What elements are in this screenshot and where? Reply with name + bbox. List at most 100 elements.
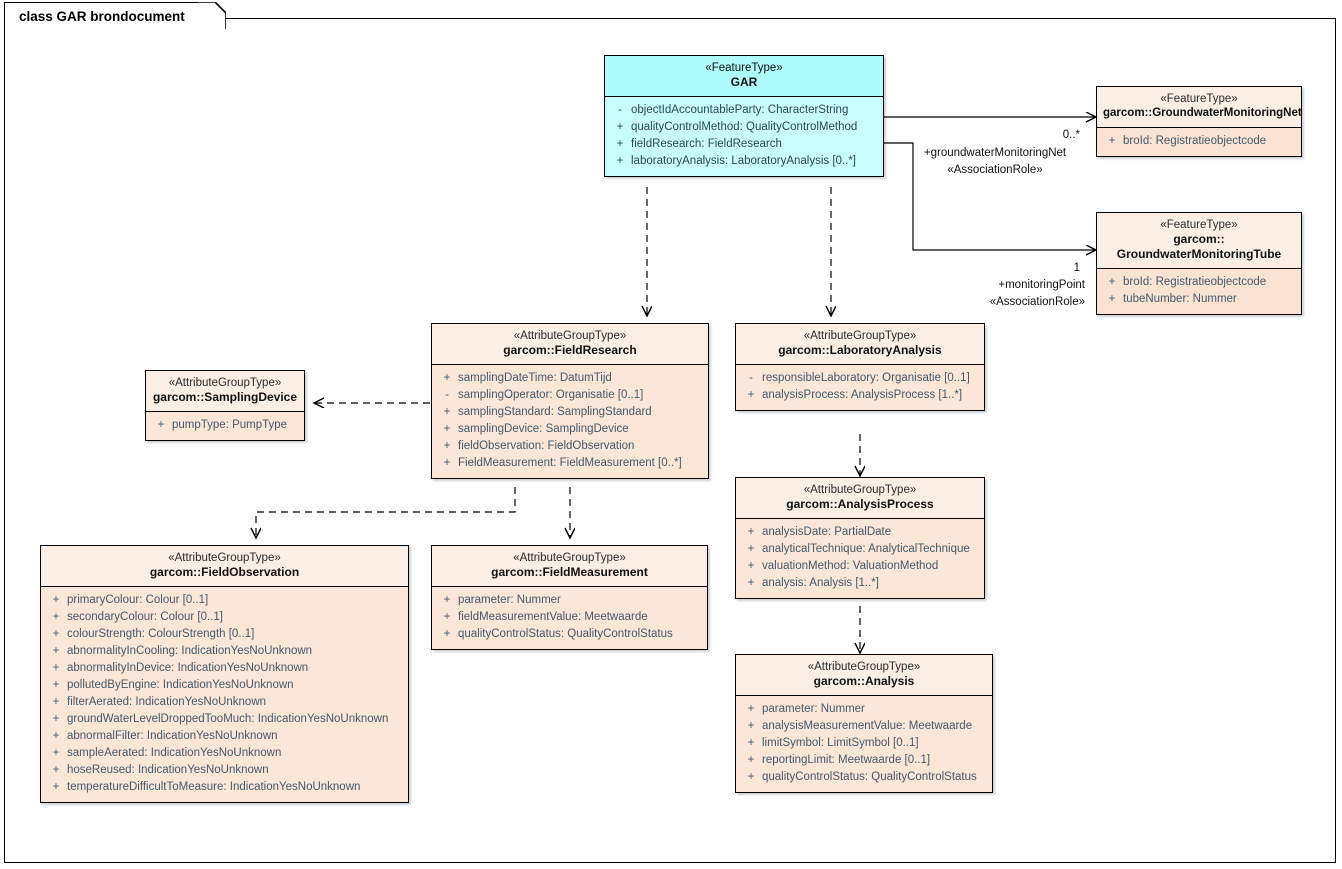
attribute-row: + pumpType: PumpType: [150, 417, 300, 434]
attribute-row: + FieldMeasurement: FieldMeasurement [0.…: [436, 455, 704, 472]
attribute-row: + qualityControlStatus: QualityControlSt…: [436, 626, 703, 643]
attribute-text: pumpType: PumpType: [172, 419, 288, 431]
class-laboratoryanalysis[interactable]: «AttributeGroupType» garcom::LaboratoryA…: [735, 323, 985, 411]
class-groundwatermonitoringnet-attributes: + broId: Registratieobjectcode: [1097, 128, 1301, 156]
attribute-text: analysis: Analysis [1..*]: [762, 577, 879, 589]
diagram-name-tab: class GAR brondocument: [4, 2, 198, 28]
visibility-marker: +: [747, 526, 755, 538]
class-gar[interactable]: «FeatureType» GAR - objectIdAccountableP…: [604, 55, 884, 177]
class-samplingdevice-stereotype: «AttributeGroupType»: [168, 377, 282, 389]
class-samplingdevice-header: «AttributeGroupType» garcom::SamplingDev…: [146, 371, 304, 412]
attribute-text: samplingDevice: SamplingDevice: [458, 423, 629, 435]
tab-slant-corner: [198, 2, 226, 29]
class-samplingdevice[interactable]: «AttributeGroupType» garcom::SamplingDev…: [145, 370, 305, 441]
attribute-text: analysisMeasurementValue: Meetwaarde: [762, 720, 973, 732]
attribute-text: hoseReused: IndicationYesNoUnknown: [67, 764, 269, 776]
class-analysis-name: garcom::Analysis: [813, 674, 915, 688]
class-laboratoryanalysis-attributes: - responsibleLaboratory: Organisatie [0.…: [736, 365, 984, 410]
attribute-text: qualityControlStatus: QualityControlStat…: [458, 628, 673, 640]
class-gar-header: «FeatureType» GAR: [605, 56, 883, 97]
visibility-marker: +: [747, 560, 755, 572]
connector-gar-to-groundwatermonitoringtube: [884, 142, 1096, 250]
class-fieldmeasurement-name: garcom::FieldMeasurement: [491, 565, 648, 579]
attribute-text: valuationMethod: ValuationMethod: [762, 560, 939, 572]
visibility-marker: +: [52, 594, 60, 606]
attribute-row: + analysisDate: PartialDate: [740, 524, 980, 541]
class-analysis-stereotype: «AttributeGroupType»: [807, 661, 921, 673]
attribute-text: limitSymbol: LimitSymbol [0..1]: [762, 737, 919, 749]
attribute-row: - responsibleLaboratory: Organisatie [0.…: [740, 370, 980, 387]
attribute-text: filterAerated: IndicationYesNoUnknown: [67, 696, 267, 708]
visibility-marker: +: [747, 771, 755, 783]
edge-multiplicity-tube: 1: [1073, 262, 1080, 274]
attribute-row: - objectIdAccountableParty: CharacterStr…: [609, 102, 879, 119]
attribute-text: parameter: Nummer: [762, 703, 865, 715]
diagram-frame: [4, 18, 1336, 863]
class-fieldresearch[interactable]: «AttributeGroupType» garcom::FieldResear…: [431, 323, 709, 479]
class-fieldmeasurement[interactable]: «AttributeGroupType» garcom::FieldMeasur…: [431, 545, 708, 650]
visibility-marker: +: [52, 730, 60, 742]
attribute-row: + laboratoryAnalysis: LaboratoryAnalysis…: [609, 153, 879, 170]
attribute-row: + valuationMethod: ValuationMethod: [740, 558, 980, 575]
class-fieldobservation-name: garcom::FieldObservation: [149, 565, 300, 579]
attribute-row: + analysisMeasurementValue: Meetwaarde: [740, 718, 988, 735]
visibility-marker: +: [747, 720, 755, 732]
attribute-text: pollutedByEngine: IndicationYesNoUnknown: [67, 679, 294, 691]
attribute-row: + qualityControlMethod: QualityControlMe…: [609, 119, 879, 136]
visibility-marker: +: [52, 679, 60, 691]
visibility-marker: +: [52, 662, 60, 674]
attribute-row: + filterAerated: IndicationYesNoUnknown: [45, 694, 404, 711]
class-fieldmeasurement-header: «AttributeGroupType» garcom::FieldMeasur…: [432, 546, 707, 587]
visibility-marker: +: [443, 457, 451, 469]
class-analysisprocess-header: «AttributeGroupType» garcom::AnalysisPro…: [736, 478, 984, 519]
attribute-text: groundWaterLevelDroppedTooMuch: Indicati…: [67, 713, 389, 725]
class-groundwatermonitoringnet-header: «FeatureType» garcom::GroundwaterMonitor…: [1097, 87, 1302, 128]
class-groundwatermonitoringtube-stereotype: «FeatureType»: [1160, 219, 1238, 231]
attribute-row: + hoseReused: IndicationYesNoUnknown: [45, 762, 404, 779]
class-samplingdevice-attributes: + pumpType: PumpType: [146, 412, 304, 440]
attribute-text: samplingOperator: Organisatie [0..1]: [458, 389, 644, 401]
attribute-text: abnormalityInCooling: IndicationYesNoUnk…: [67, 645, 313, 657]
class-laboratoryanalysis-header: «AttributeGroupType» garcom::LaboratoryA…: [736, 324, 984, 365]
attribute-text: qualityControlMethod: QualityControlMeth…: [631, 121, 858, 133]
class-analysis[interactable]: «AttributeGroupType» garcom::Analysis + …: [735, 654, 993, 793]
class-groundwatermonitoringtube[interactable]: «FeatureType» garcom:: GroundwaterMonito…: [1096, 212, 1302, 315]
class-fieldresearch-header: «AttributeGroupType» garcom::FieldResear…: [432, 324, 708, 365]
visibility-marker: +: [1108, 276, 1116, 288]
attribute-row: + analysis: Analysis [1..*]: [740, 575, 980, 592]
attribute-text: qualityControlStatus: QualityControlStat…: [762, 771, 977, 783]
visibility-marker: +: [1108, 135, 1116, 147]
visibility-marker: +: [747, 754, 755, 766]
visibility-marker: +: [1108, 293, 1116, 305]
class-analysis-attributes: + parameter: Nummer + analysisMeasuremen…: [736, 696, 992, 792]
attribute-row: + parameter: Nummer: [740, 701, 988, 718]
attribute-row: + fieldResearch: FieldResearch: [609, 136, 879, 153]
attribute-row: + abnormalityInCooling: IndicationYesNoU…: [45, 643, 404, 660]
attribute-row: + limitSymbol: LimitSymbol [0..1]: [740, 735, 988, 752]
visibility-marker: +: [52, 713, 60, 725]
attribute-text: objectIdAccountableParty: CharacterStrin…: [631, 104, 849, 116]
attribute-text: secondaryColour: Colour [0..1]: [67, 611, 223, 623]
class-groundwatermonitoringtube-name-line1: garcom::: [1173, 232, 1225, 246]
attribute-row: + primaryColour: Colour [0..1]: [45, 592, 404, 609]
class-fieldobservation-attributes: + primaryColour: Colour [0..1] + seconda…: [41, 587, 408, 802]
attribute-text: analysisProcess: AnalysisProcess [1..*]: [762, 389, 963, 401]
class-groundwatermonitoringnet[interactable]: «FeatureType» garcom::GroundwaterMonitor…: [1096, 86, 1302, 157]
class-analysisprocess[interactable]: «AttributeGroupType» garcom::AnalysisPro…: [735, 477, 985, 599]
class-samplingdevice-name: garcom::SamplingDevice: [152, 390, 298, 404]
class-fieldobservation[interactable]: «AttributeGroupType» garcom::FieldObserv…: [40, 545, 409, 803]
class-fieldobservation-stereotype: «AttributeGroupType»: [168, 552, 281, 564]
visibility-marker: +: [747, 543, 755, 555]
attribute-row: + abnormalityInDevice: IndicationYesNoUn…: [45, 660, 404, 677]
class-groundwatermonitoringnet-name: garcom::GroundwaterMonitoringNet: [1103, 107, 1302, 119]
class-analysisprocess-name: garcom::AnalysisProcess: [786, 497, 934, 511]
edge-multiplicity-net: 0..*: [1062, 129, 1080, 141]
visibility-marker: +: [443, 372, 451, 384]
attribute-row: + samplingStandard: SamplingStandard: [436, 404, 704, 421]
class-fieldobservation-header: «AttributeGroupType» garcom::FieldObserv…: [41, 546, 408, 587]
attribute-row: + groundWaterLevelDroppedTooMuch: Indica…: [45, 711, 404, 728]
class-gar-stereotype: «FeatureType»: [705, 62, 783, 74]
attribute-text: samplingStandard: SamplingStandard: [458, 406, 652, 418]
